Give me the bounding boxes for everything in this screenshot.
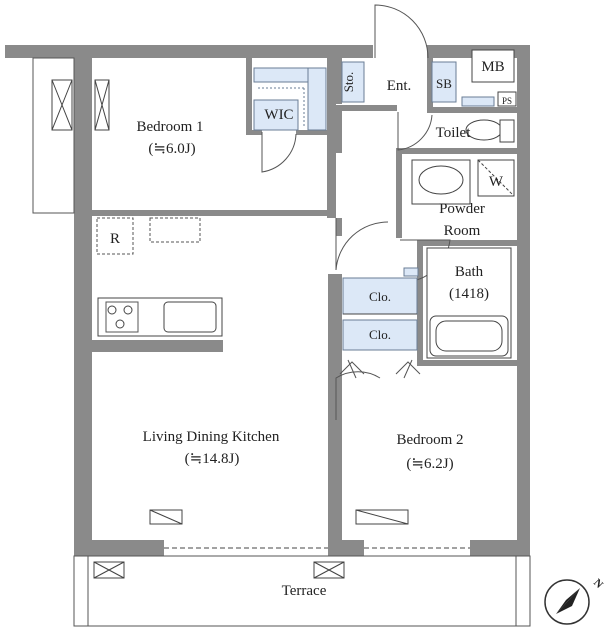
bedroom2-name: Bedroom 2 <box>396 432 463 448</box>
bath-size: (1418) <box>449 286 489 302</box>
closet1-label: Clo. <box>369 289 391 304</box>
ldk-name: Living Dining Kitchen <box>143 429 280 445</box>
terrace <box>73 555 531 627</box>
meter-box-label: MB <box>481 59 504 75</box>
pipe-space-label: PS <box>502 96 512 106</box>
bath-fixtures <box>426 247 512 359</box>
interior-walls <box>92 58 517 545</box>
powder-fixtures <box>403 159 515 277</box>
entrance-fixtures <box>341 49 517 107</box>
closet2-label: Clo. <box>369 327 391 342</box>
storage-label: Sto. <box>341 72 356 93</box>
compass-north-label: N <box>591 577 605 591</box>
wic-storage <box>253 67 327 131</box>
powder-label-line1: Powder <box>439 201 485 217</box>
toilet-fixture <box>465 119 515 143</box>
toilet-label: Toilet <box>436 125 472 141</box>
closets <box>339 277 421 379</box>
bath-name: Bath <box>455 264 484 280</box>
wic-label: WIC <box>264 107 293 123</box>
compass <box>544 579 590 625</box>
ldk-size: (≒14.8J) <box>185 451 240 467</box>
powder-label-line2: Room <box>444 223 481 239</box>
side-balcony <box>32 57 110 214</box>
terrace-label: Terrace <box>282 583 327 599</box>
kitchen <box>96 217 223 337</box>
bedroom1-size: (≒6.0J) <box>148 141 195 157</box>
bedroom1-name: Bedroom 1 <box>136 119 203 135</box>
washer-label: W <box>489 174 504 190</box>
shoe-box-label: SB <box>436 76 452 91</box>
entrance-label: Ent. <box>387 78 412 94</box>
outer-walls <box>5 45 530 556</box>
refrigerator-label: R <box>110 231 120 247</box>
windows <box>149 509 470 549</box>
bedroom2-size: (≒6.2J) <box>406 456 453 472</box>
